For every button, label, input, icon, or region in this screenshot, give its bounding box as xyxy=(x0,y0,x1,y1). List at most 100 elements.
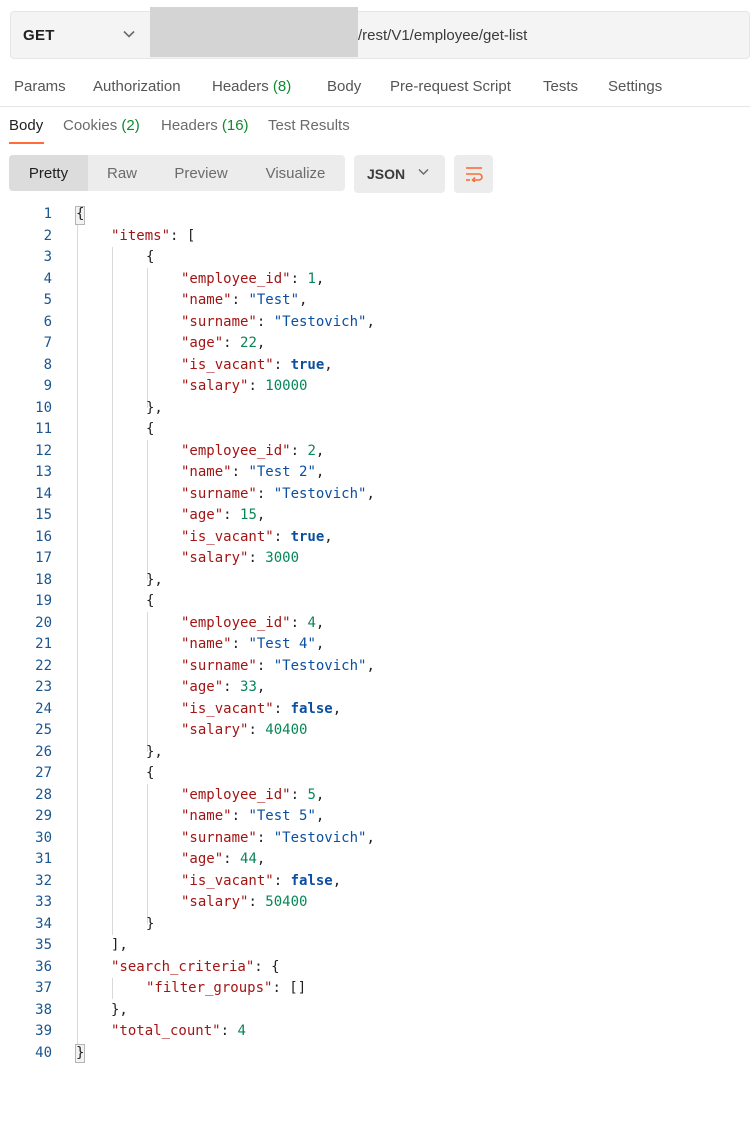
json-key: "name" xyxy=(181,808,232,824)
response-tab-test-results[interactable]: Test Results xyxy=(268,117,350,134)
json-punctuation: }, xyxy=(111,1001,128,1018)
code-text: { xyxy=(146,591,154,613)
json-key: "age" xyxy=(181,851,224,867)
json-punctuation: : xyxy=(256,829,274,846)
code-line: 13"name": "Test 2", xyxy=(0,462,750,484)
language-select[interactable]: JSON xyxy=(354,155,445,193)
code-text: "salary": 40400 xyxy=(181,720,307,742)
line-number: 20 xyxy=(35,614,52,631)
json-punctuation: , xyxy=(315,636,325,652)
json-number: 40400 xyxy=(265,722,308,738)
json-boolean: true xyxy=(290,356,325,373)
json-punctuation: : { xyxy=(254,958,280,975)
code-line: 27{ xyxy=(0,763,750,785)
code-text: "employee_id": 2, xyxy=(181,441,324,463)
code-text: "total_count": 4 xyxy=(111,1021,246,1043)
json-key: "surname" xyxy=(181,313,257,330)
tab-authorization[interactable]: Authorization xyxy=(93,78,181,95)
line-number: 24 xyxy=(35,700,52,717)
url-text: /rest/V1/employee/get-list xyxy=(358,26,528,44)
line-number: 19 xyxy=(35,593,52,609)
json-punctuation: : xyxy=(256,313,274,330)
view-visualize-button[interactable]: Visualize xyxy=(265,164,326,182)
json-punctuation: : xyxy=(290,614,308,631)
tab-headers[interactable]: Headers (8) xyxy=(212,78,291,95)
json-punctuation: }, xyxy=(146,399,163,416)
view-mode-group: Pretty Raw Preview Visualize xyxy=(9,155,345,191)
method-select[interactable]: GET xyxy=(11,12,149,58)
code-line: 11{ xyxy=(0,419,750,441)
code-text: } xyxy=(76,1043,84,1065)
tab-label: Pre-request Script xyxy=(390,78,511,95)
code-text: "age": 15, xyxy=(181,505,265,527)
json-punctuation: : xyxy=(290,270,308,287)
view-raw-button[interactable]: Raw xyxy=(106,164,137,182)
code-line: 17"salary": 3000 xyxy=(0,548,750,570)
code-text: "name": "Test 2", xyxy=(181,462,324,484)
json-key: "surname" xyxy=(181,657,257,674)
tab-settings[interactable]: Settings xyxy=(608,78,662,95)
json-punctuation: : [] xyxy=(272,980,307,996)
line-number: 22 xyxy=(35,657,52,674)
json-number: 50400 xyxy=(265,894,308,910)
tab-count: (2) xyxy=(121,117,140,134)
code-text: } xyxy=(146,914,154,936)
line-number: 3 xyxy=(43,249,52,265)
tab-pre-request-script[interactable]: Pre-request Script xyxy=(390,78,511,95)
code-text: "is_vacant": false, xyxy=(181,699,341,721)
wrap-lines-button[interactable] xyxy=(454,155,493,193)
json-punctuation: : xyxy=(290,786,308,803)
json-punctuation: , xyxy=(366,485,375,502)
json-punctuation: { xyxy=(76,206,85,222)
tab-label: Tests xyxy=(543,78,579,95)
code-line: 38}, xyxy=(0,1000,750,1022)
url-input[interactable]: /rest/V1/employee/get-list xyxy=(358,12,749,58)
chevron-down-icon xyxy=(418,168,429,176)
json-number: 2 xyxy=(307,442,316,459)
view-preview-button[interactable]: Preview xyxy=(174,164,228,182)
code-line: 2"items": [ xyxy=(0,226,750,248)
line-number: 34 xyxy=(35,915,52,932)
code-text: "salary": 50400 xyxy=(181,892,307,914)
code-text: "age": 22, xyxy=(181,333,265,355)
tab-body[interactable]: Body xyxy=(327,78,361,95)
code-text: }, xyxy=(146,398,163,420)
tab-tests[interactable]: Tests xyxy=(543,78,578,95)
line-number: 23 xyxy=(35,679,52,695)
code-text: "employee_id": 4, xyxy=(181,613,324,635)
code-text: "surname": "Testovich", xyxy=(181,484,375,506)
code-line: 19 { xyxy=(0,591,750,613)
code-text: "name": "Test 5", xyxy=(181,806,324,828)
json-number: 22 xyxy=(240,335,257,351)
json-key: "is_vacant" xyxy=(181,872,274,889)
json-key: "name" xyxy=(181,636,232,652)
response-tab-cookies[interactable]: Cookies (2) xyxy=(63,117,140,134)
json-key: "is_vacant" xyxy=(181,700,274,717)
json-punctuation: : xyxy=(248,722,266,738)
json-number: 4 xyxy=(237,1023,246,1039)
request-tabs: Params Authorization Headers (8) Body Pr… xyxy=(0,70,750,106)
code-text: }, xyxy=(146,742,163,764)
response-tab-body[interactable]: Body xyxy=(9,117,43,134)
tab-params[interactable]: Params xyxy=(14,78,66,95)
line-number: 9 xyxy=(43,378,52,394)
json-number: 4 xyxy=(307,614,316,631)
json-string: "Testovich" xyxy=(273,657,367,674)
code-text: "salary": 10000 xyxy=(181,376,307,398)
code-line: 29"name": "Test 5", xyxy=(0,806,750,828)
json-punctuation: : xyxy=(248,378,266,394)
json-number: 44 xyxy=(240,851,257,867)
json-punctuation: : xyxy=(231,292,249,308)
view-pretty-button[interactable]: Pretty xyxy=(9,155,88,191)
json-key: "employee_id" xyxy=(181,614,291,631)
code-line: 28"employee_id": 5, xyxy=(0,785,750,807)
code-text: "name": "Test", xyxy=(181,290,307,312)
response-tab-headers[interactable]: Headers (16) xyxy=(161,117,249,134)
json-boolean: false xyxy=(290,700,333,717)
tab-count: (8) xyxy=(272,78,292,95)
json-string: "Testovich" xyxy=(273,313,367,330)
json-key: "age" xyxy=(181,507,224,523)
json-punctuation: : xyxy=(248,894,266,910)
line-number: 12 xyxy=(35,442,52,459)
json-number: 15 xyxy=(240,507,257,523)
